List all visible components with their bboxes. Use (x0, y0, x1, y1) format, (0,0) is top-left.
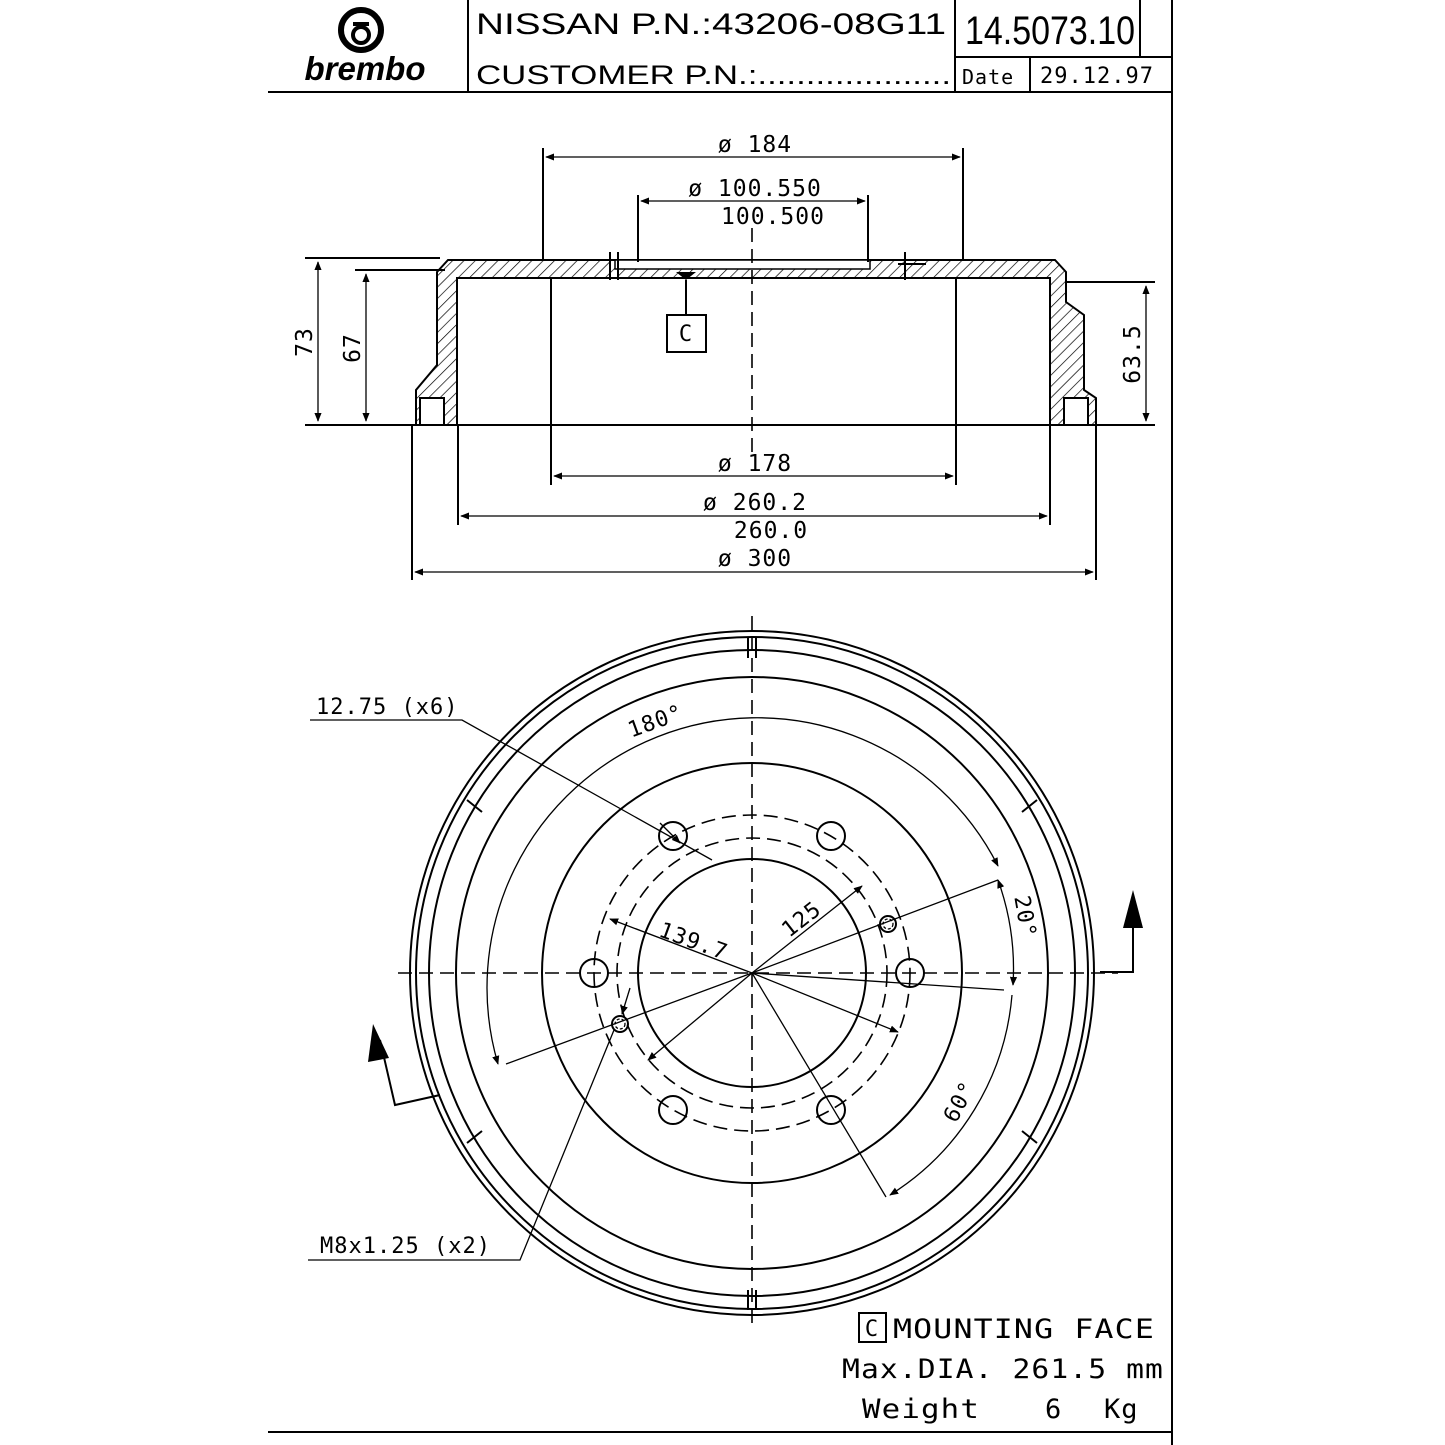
dim-139-text: 139.7 (655, 918, 730, 966)
dim-125-text: 125 (777, 897, 826, 943)
angle-60-text: 60° (939, 1077, 981, 1126)
rim-slot-right-bottom (1021, 1130, 1038, 1144)
drum-inner-cavity (456, 277, 1051, 426)
angle-60-arc (889, 994, 1013, 1196)
bolt-hole (658, 1095, 688, 1125)
angle-20-text: 20° (1008, 894, 1040, 940)
weight-value: 6 (1045, 1394, 1062, 1425)
dim-260-max-text: ø 260.2 (703, 490, 807, 516)
right-slot (1063, 397, 1089, 426)
thread-label: M8x1.25 (x2) (320, 1234, 491, 1259)
angle-180-arc (486, 717, 999, 1065)
bolt-hole (816, 821, 846, 851)
brembo-logo-icon (338, 7, 384, 53)
brembo-part-number: 14.5073.10 (965, 9, 1135, 53)
dim-pilot-max-text: ø 100.550 (688, 176, 822, 202)
section-view: C ø 184 ø 100.550 100.500 ø 178 ø 260.2 … (292, 132, 1155, 580)
section-arrow-left-line (379, 1039, 441, 1107)
drum-outer-ring (409, 630, 1095, 1316)
thread-leader (308, 1029, 615, 1261)
mounting-datum-label: C (865, 1317, 879, 1342)
rim-slot-left-top (466, 799, 483, 813)
datum-box (666, 314, 707, 353)
drum-flange-ring (428, 649, 1076, 1297)
datum-c-label: C (679, 322, 693, 347)
thread-leader-arrow (620, 987, 631, 1015)
left-slot (419, 397, 445, 426)
date-label: Date (962, 65, 1014, 89)
dim-67-text: 67 (340, 333, 366, 363)
bolt-hole (816, 1095, 846, 1125)
dim-63-text: 63.5 (1120, 324, 1146, 383)
section-arrow-left-icon (368, 1024, 389, 1062)
angle-20-arc (997, 879, 1018, 986)
rim-slot-left-bottom (466, 1130, 483, 1144)
bolt-hole (658, 821, 688, 851)
logo-text: brembo (304, 50, 425, 87)
weight-label: Weight (862, 1394, 980, 1425)
dim-178-text: ø 178 (718, 451, 792, 477)
date-value: 29.12.97 (1040, 64, 1154, 89)
dim-184-text: ø 184 (718, 132, 792, 158)
drum-braking-ring (455, 676, 1049, 1270)
weight-unit: Kg (1104, 1394, 1139, 1425)
plan-view: 12.75 (x6) 180° 139.7 125 20° 60° M8x1.2… (308, 616, 1143, 1325)
drum-outer-ring-2 (415, 636, 1089, 1310)
section-arrow-right-icon (1123, 890, 1143, 928)
holes-label: 12.75 (x6) (316, 695, 458, 720)
holes-leader (310, 719, 713, 861)
rim-slots (466, 638, 1038, 1310)
dim-300-text: ø 300 (718, 546, 792, 572)
customer-part-number: CUSTOMER P.N.:.................... (476, 60, 951, 90)
dim-pilot-min-text: 100.500 (721, 204, 825, 230)
holes-leader-arrow (659, 822, 681, 844)
dim-73-text: 73 (292, 327, 318, 357)
max-dia-note: Max.DIA. 261.5 mm (842, 1354, 1164, 1385)
pilot-bore-section (614, 259, 871, 270)
title-block: brembo NISSAN P.N.:43206-08G11 CUSTOMER … (268, 0, 1173, 1445)
dim-260-min-text: 260.0 (734, 518, 808, 544)
oem-part-number: NISSAN P.N.:43206-08G11 (476, 8, 946, 41)
notes-block: C MOUNTING FACE Max.DIA. 261.5 mm Weight… (842, 1312, 1164, 1425)
datum-triangle-icon (676, 272, 696, 280)
mounting-face-note: MOUNTING FACE (893, 1314, 1155, 1345)
radial-line-20b (751, 972, 1005, 991)
rim-slot-right-top (1021, 799, 1038, 813)
radial-line-pcd (647, 972, 753, 1061)
mounting-datum-box (858, 1312, 887, 1343)
